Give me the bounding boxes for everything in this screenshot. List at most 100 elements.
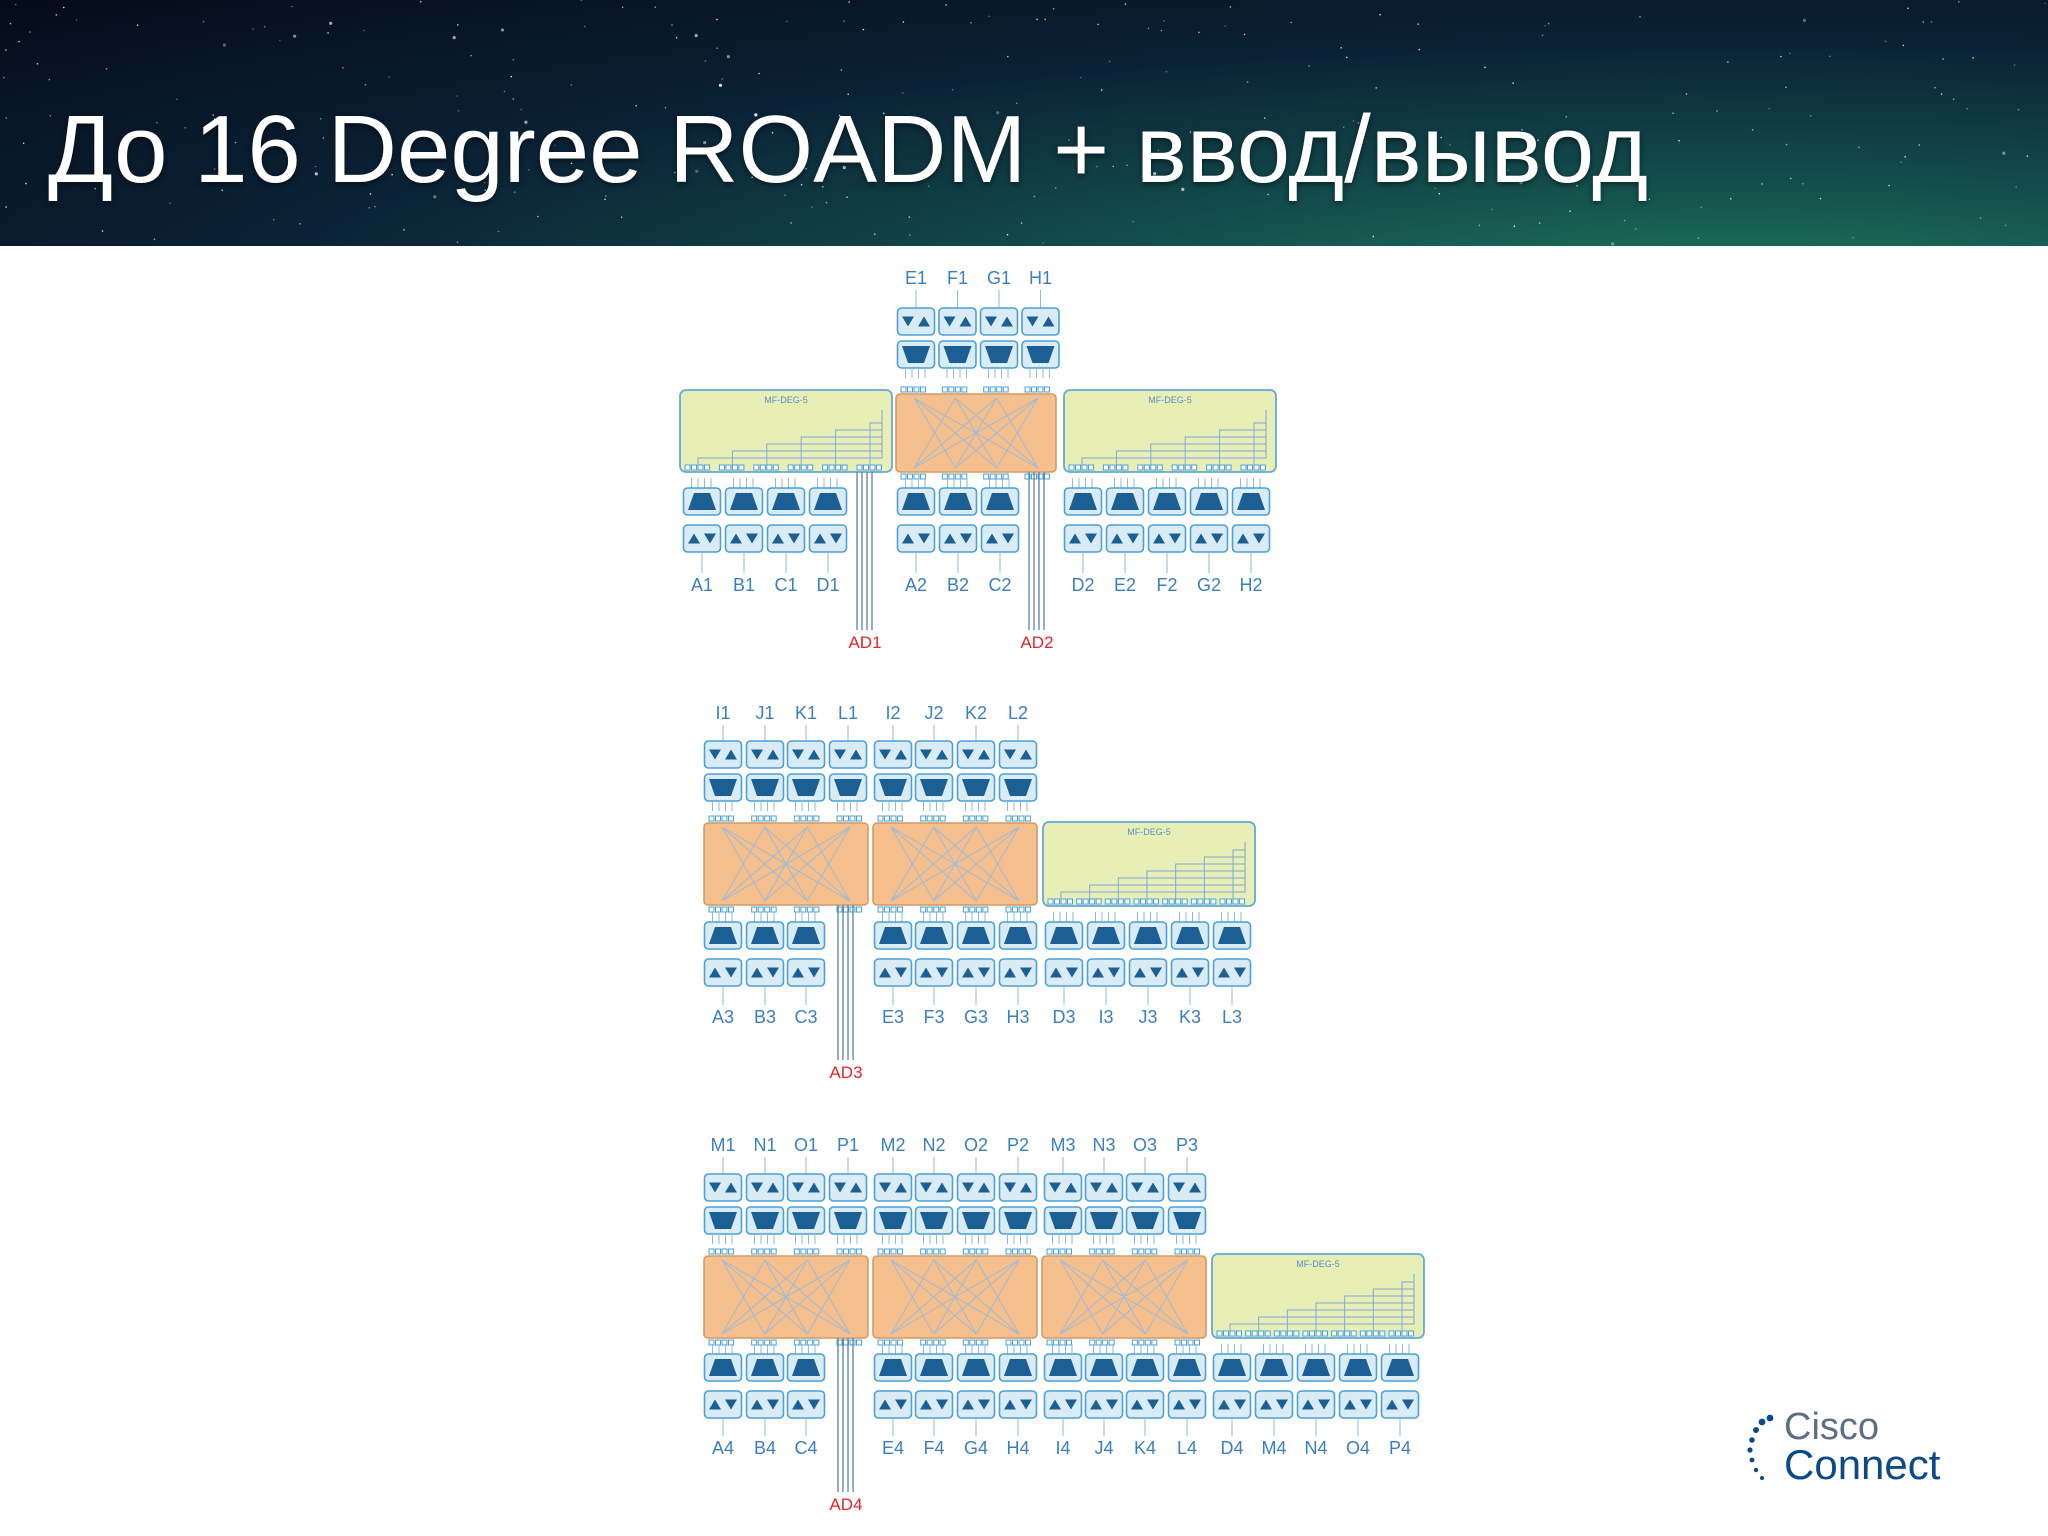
star <box>5 206 7 208</box>
star <box>1372 235 1375 238</box>
triangle-glyph <box>1131 1399 1143 1410</box>
starfield-background <box>3 0 2046 246</box>
triangle-glyph <box>1153 533 1165 544</box>
wss-trapezoid-glyph <box>751 1359 779 1376</box>
cross-connect-ports <box>920 473 926 480</box>
cross-connect-ports <box>913 386 920 393</box>
star <box>1181 187 1185 191</box>
wss-card <box>808 487 848 516</box>
degree-label: N3 <box>1092 1135 1115 1155</box>
amplifier-card <box>1105 524 1145 553</box>
star <box>1930 21 1933 23</box>
degree-label: E1 <box>905 268 927 288</box>
star <box>457 24 459 26</box>
triangle-glyph <box>1189 1399 1201 1410</box>
triangle-glyph <box>962 1182 974 1193</box>
wss-card <box>1125 1353 1165 1382</box>
mf-deg-ports <box>772 464 779 471</box>
cross-connect-fiber <box>996 397 1039 469</box>
degree-label: C2 <box>988 575 1011 595</box>
star <box>1958 0 1960 3</box>
triangle-glyph <box>920 967 932 978</box>
star <box>403 229 405 231</box>
mf-deg-5-label: MF-DEG-5 <box>1296 1259 1340 1269</box>
cross-connect-ports <box>843 815 849 822</box>
triangle-glyph <box>1402 1399 1414 1410</box>
mf-deg-ports <box>807 464 814 471</box>
degree-label: F2 <box>1156 575 1177 595</box>
cross-connect-ports <box>1059 1339 1066 1346</box>
wss-card <box>1128 921 1168 950</box>
amplifier-card <box>1063 524 1103 553</box>
star <box>970 22 972 24</box>
wss-trapezoid-glyph <box>834 1212 862 1229</box>
cross-connect-ports <box>1194 1248 1200 1255</box>
wss-trapezoid-glyph <box>1049 1212 1077 1229</box>
cross-connect-ports <box>1066 1248 1072 1255</box>
star <box>105 68 108 70</box>
wss-card <box>1338 1353 1378 1382</box>
triangle-glyph <box>751 1182 763 1193</box>
triangle-glyph <box>1134 967 1146 978</box>
mf-deg-ports <box>869 464 876 471</box>
cross-connect-fiber <box>890 826 1020 902</box>
wss-card <box>1147 487 1187 516</box>
wss-trapezoid-glyph <box>879 927 907 944</box>
star <box>5 117 7 119</box>
wss-trapezoid-glyph <box>1004 779 1032 796</box>
triangle-glyph <box>792 967 804 978</box>
triangle-glyph <box>944 533 956 544</box>
amplifier-box <box>914 958 954 987</box>
wss-card <box>1044 921 1084 950</box>
cross-connect-ports <box>989 386 996 393</box>
cross-connect-ports <box>920 1248 927 1255</box>
wss-card <box>914 921 954 950</box>
triangle-glyph <box>1260 1399 1272 1410</box>
star <box>95 163 98 165</box>
mf-deg-ports <box>1124 898 1131 905</box>
amplifier-card <box>914 958 954 987</box>
degree-label: P1 <box>837 1135 859 1155</box>
degree-label: O3 <box>1133 1135 1157 1155</box>
triangle-glyph <box>1302 1399 1314 1410</box>
star <box>1257 132 1259 134</box>
cross-connect-ports <box>836 906 843 913</box>
degree-label: G3 <box>964 1007 988 1027</box>
wss-card <box>786 773 826 802</box>
amplifier-box <box>914 740 954 769</box>
amplifier-box <box>1084 1390 1124 1419</box>
amplifier-box <box>1296 1390 1336 1419</box>
triangle-glyph <box>1020 967 1032 978</box>
mf-deg-ports <box>753 464 760 471</box>
cross-connect-ports <box>1024 473 1031 480</box>
cross-connect-ports <box>1037 386 1044 393</box>
star <box>902 92 904 94</box>
triangle-glyph <box>1106 1399 1118 1410</box>
amplifier-box <box>1189 524 1229 553</box>
wss-card <box>786 1206 826 1235</box>
amplifier-box <box>786 1390 826 1419</box>
amplifier-box <box>1380 1390 1420 1419</box>
mf-deg-ports <box>1247 464 1253 471</box>
star <box>1685 93 1688 95</box>
cross-connect-ports <box>1102 1339 1109 1346</box>
cross-connect-ports <box>996 386 1003 393</box>
mf-deg-ports <box>1191 464 1198 471</box>
mf-deg-ports <box>1047 898 1054 905</box>
cross-connect-ports <box>770 815 777 822</box>
amplifier-card <box>938 524 978 553</box>
triangle-glyph <box>1173 1399 1185 1410</box>
triangle-glyph <box>985 316 997 327</box>
cross-connect-fiber <box>721 1259 851 1335</box>
degree-label: J4 <box>1094 1438 1113 1458</box>
triangle-glyph <box>746 533 758 544</box>
star <box>605 195 607 197</box>
wss-trapezoid-glyph <box>879 779 907 796</box>
amplifier-box <box>1043 1390 1083 1419</box>
cross-connect-ports <box>715 815 721 822</box>
wss-trapezoid-glyph <box>962 1359 990 1376</box>
amplifier-box <box>786 1173 826 1202</box>
degree-label: M4 <box>1261 1438 1286 1458</box>
amplifier-box <box>1084 1173 1124 1202</box>
degree-label: L1 <box>838 703 858 723</box>
